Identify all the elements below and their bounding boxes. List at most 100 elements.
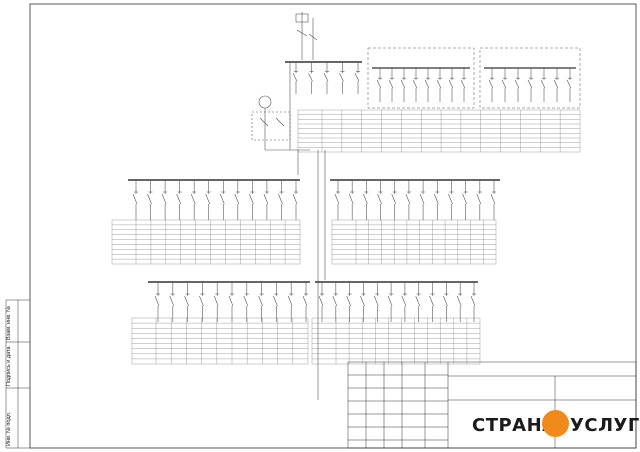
feeder-breaker [258, 282, 264, 322]
upper-load-table [297, 109, 581, 153]
feeder-breaker [527, 68, 533, 102]
feeder-breaker [249, 180, 255, 220]
feeder-breaker [302, 282, 308, 322]
panel-2-feeders [488, 68, 572, 102]
table-grid [331, 219, 497, 265]
feeder-breaker [490, 180, 496, 220]
watermark: СТРАНА УСЛУГ [472, 405, 639, 447]
top-feeder-group [292, 62, 360, 94]
feeder-breaker [460, 68, 466, 102]
table-grid [311, 317, 481, 365]
table-grid [111, 219, 301, 265]
middle-left-load-table [111, 219, 301, 265]
side-label-sign: Подпись и дата [6, 346, 12, 386]
panel-box-1 [367, 47, 475, 109]
feeder-breaker [401, 282, 407, 322]
feeder-breaker [354, 62, 360, 94]
side-stamp: Инв. № подл. Подпись и дата Взам. инв. № [2, 300, 28, 450]
lower-left-load-table [131, 317, 309, 365]
middle-right-feeders [334, 180, 496, 220]
feeder-breaker [334, 180, 340, 220]
middle-left-feeders [132, 180, 298, 220]
incoming-feed [295, 12, 318, 60]
feeder-breaker [348, 180, 355, 220]
table-grid [297, 109, 581, 153]
feeder-breaker [436, 68, 442, 102]
feeder-breaker [169, 282, 175, 322]
feeder-breaker [448, 68, 454, 102]
lower-right-feeders [318, 282, 476, 322]
feeder-breaker [308, 62, 314, 94]
feeder-breaker [448, 180, 454, 220]
lower-left-feeders [154, 282, 308, 322]
feeder-breaker [462, 180, 468, 220]
feeder-breaker [273, 282, 279, 322]
feeder-breaker [412, 68, 418, 102]
feeder-breaker [405, 180, 411, 220]
feeder-breaker [199, 282, 205, 322]
side-label-inv: Инв. № подл. [6, 411, 12, 446]
feeder-breaker [278, 180, 284, 220]
drawing-frame [29, 3, 637, 449]
feeder-breaker [292, 62, 298, 94]
feeder-breaker [228, 282, 234, 322]
feeder-breaker [346, 282, 352, 322]
feeder-breaker [387, 282, 394, 322]
panel-box-2 [479, 47, 581, 109]
feeder-breaker [318, 282, 324, 322]
side-label-replace: Взам. инв. № [6, 305, 12, 340]
feeder-breaker [476, 180, 482, 220]
feeder-breaker [501, 68, 507, 102]
feeder-breaker [415, 282, 421, 322]
feeder-breaker [433, 180, 440, 220]
feeder-breaker [540, 68, 546, 102]
feeder-breaker [234, 180, 240, 220]
feeder-breaker [429, 282, 435, 322]
feeder-breaker [470, 282, 476, 322]
feeder-breaker [388, 68, 394, 102]
feeder-breaker [176, 180, 182, 220]
feeder-breaker [147, 180, 153, 220]
feeder-breaker [161, 180, 168, 220]
meter-icon [258, 95, 272, 109]
feeder-breaker [553, 68, 559, 102]
handshake-icon [542, 410, 569, 437]
feeder-breaker [132, 180, 138, 220]
feeder-breaker [376, 68, 382, 102]
watermark-right-text: УСЛУГ [570, 415, 640, 436]
feeder-breaker [443, 282, 449, 322]
feeder-breaker [287, 282, 294, 322]
feeder-breaker [514, 68, 520, 102]
feeder-breaker [456, 282, 463, 322]
title-block [347, 361, 637, 449]
feeder-breaker [184, 282, 190, 322]
lower-right-load-table [311, 317, 481, 365]
feeder-breaker [400, 68, 406, 102]
ats-section [251, 62, 310, 175]
feeder-breaker [332, 282, 338, 322]
feeder-breaker [424, 68, 430, 102]
feeder-breaker [323, 62, 329, 94]
feeder-breaker [566, 68, 572, 102]
feeder-breaker [488, 68, 494, 102]
feeder-breaker [154, 282, 160, 322]
feeder-breaker [190, 180, 197, 220]
watermark-left-text: СТРАНА [472, 415, 557, 436]
feeder-breaker [243, 282, 249, 322]
feeder-breaker [363, 180, 369, 220]
feeder-breaker [339, 62, 345, 94]
feeder-breaker [213, 282, 220, 322]
feeder-breaker [419, 180, 426, 220]
middle-right-load-table [331, 219, 497, 265]
panel-1-feeders [376, 68, 466, 102]
feeder-breaker [263, 180, 269, 220]
feeder-breaker [391, 180, 397, 220]
feeder-breaker [219, 180, 226, 220]
feeder-breaker [360, 282, 366, 322]
feeder-breaker [205, 180, 211, 220]
feeder-breaker [373, 282, 380, 322]
table-grid [131, 317, 309, 365]
feeder-breaker [292, 180, 298, 220]
